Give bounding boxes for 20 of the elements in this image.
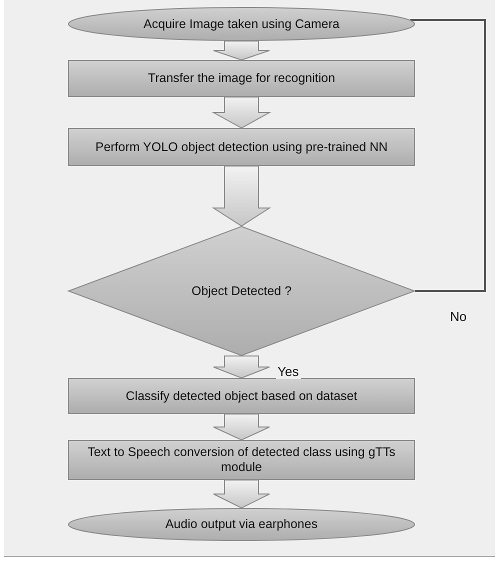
- node-text: Classify detected object based on dataset: [124, 388, 358, 404]
- connector-line: [410, 19, 486, 292]
- edge-label: No: [448, 309, 469, 324]
- block-arrow: [212, 166, 272, 227]
- block-arrow: [213, 40, 270, 61]
- node-text: Audio output via earphones: [164, 517, 319, 532]
- process-box: [68, 440, 415, 480]
- edge-label: Yes: [276, 364, 301, 379]
- node-text: Acquire Image taken using Camera: [142, 16, 340, 32]
- block-arrow: [213, 480, 270, 509]
- node-text: Transfer the image for recognition: [146, 71, 336, 86]
- node-text: Perform YOLO object detection using pre-trained NN: [94, 140, 389, 154]
- process-box: [68, 378, 415, 414]
- process-box: [68, 128, 415, 166]
- process-box: [68, 60, 415, 97]
- block-arrow: [213, 356, 270, 379]
- node-text: Object Detected ?: [190, 284, 293, 298]
- block-arrow: [213, 414, 270, 441]
- block-arrow: [212, 96, 272, 129]
- node-text: Text to Speech conversion of detected class using gTTs module: [86, 445, 396, 475]
